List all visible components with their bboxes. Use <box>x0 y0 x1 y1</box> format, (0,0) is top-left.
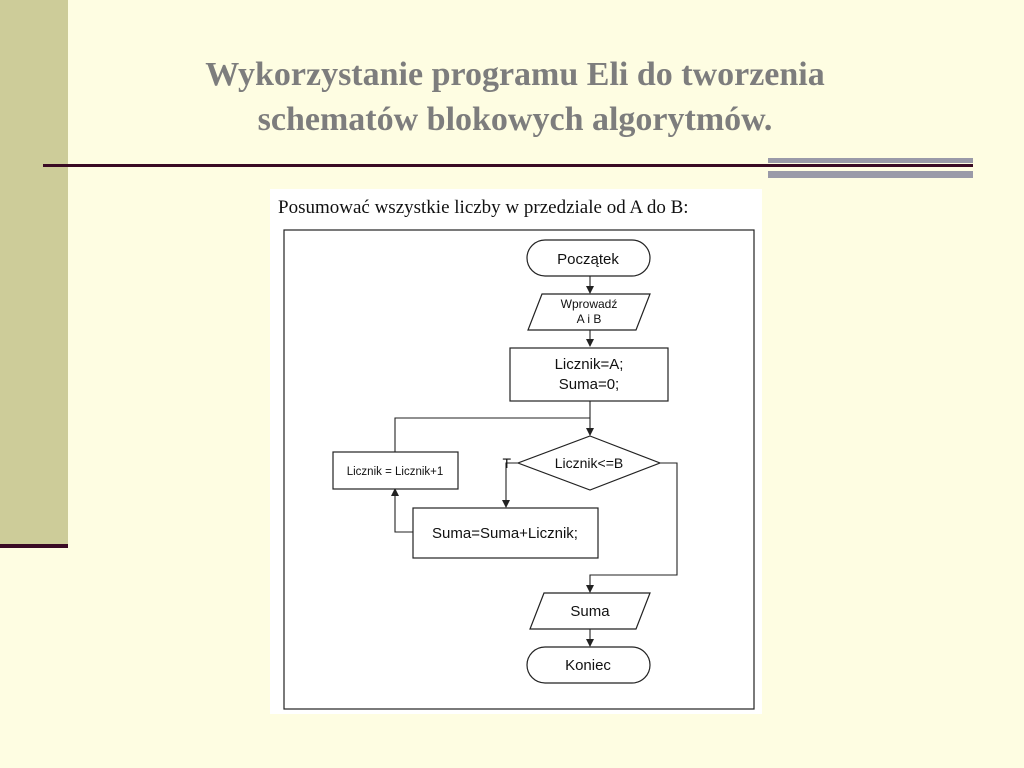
output-label: Suma <box>570 603 610 620</box>
input-label-line1: Wprowadź <box>561 297 618 311</box>
increment-label: Licznik = Licznik+1 <box>347 466 444 478</box>
output-parallelogram <box>529 592 651 630</box>
end-terminator <box>526 646 651 684</box>
slide-title-line1: Wykorzystanie programu Eli do tworzenia <box>205 56 825 93</box>
sum-label: Suma=Suma+Licznik; <box>432 525 578 542</box>
increment-process <box>332 451 459 490</box>
input-parallelogram <box>527 293 651 331</box>
init-label-line1: Licznik=A; <box>555 356 624 373</box>
connector-condition-false <box>586 462 678 593</box>
sum-process <box>412 507 599 559</box>
title-rule <box>43 164 973 167</box>
title-rule-gray-bottom <box>768 171 973 178</box>
connector-sum-increment <box>391 488 413 533</box>
slide-title-line2: schematów blokowych algorytmów. <box>257 101 773 138</box>
init-process <box>509 347 669 402</box>
end-label: Koniec <box>565 657 611 674</box>
condition-decision <box>516 435 662 491</box>
title-rule-gray-top <box>768 158 973 163</box>
flowchart-heading: Posumować wszystkie liczby w przedziale … <box>278 197 689 218</box>
init-label-line2: Suma=0; <box>559 376 619 393</box>
input-label-line2: A i B <box>577 312 602 326</box>
start-terminator <box>526 239 651 277</box>
flowchart-svg: Początek Wprowadź A i B Licznik=A; Suma=… <box>283 229 755 710</box>
true-branch-label: T <box>502 455 511 471</box>
left-decor-bar <box>0 0 68 547</box>
slide-title: Wykorzystanie programu Eli do tworzenia … <box>130 52 900 142</box>
connector-condition-true <box>502 462 518 508</box>
start-label: Początek <box>557 251 619 268</box>
left-decor-line <box>0 544 68 548</box>
flowchart-frame <box>283 229 755 710</box>
flowchart-figure: Posumować wszystkie liczby w przedziale … <box>270 189 762 714</box>
condition-label: Licznik<=B <box>555 455 623 471</box>
